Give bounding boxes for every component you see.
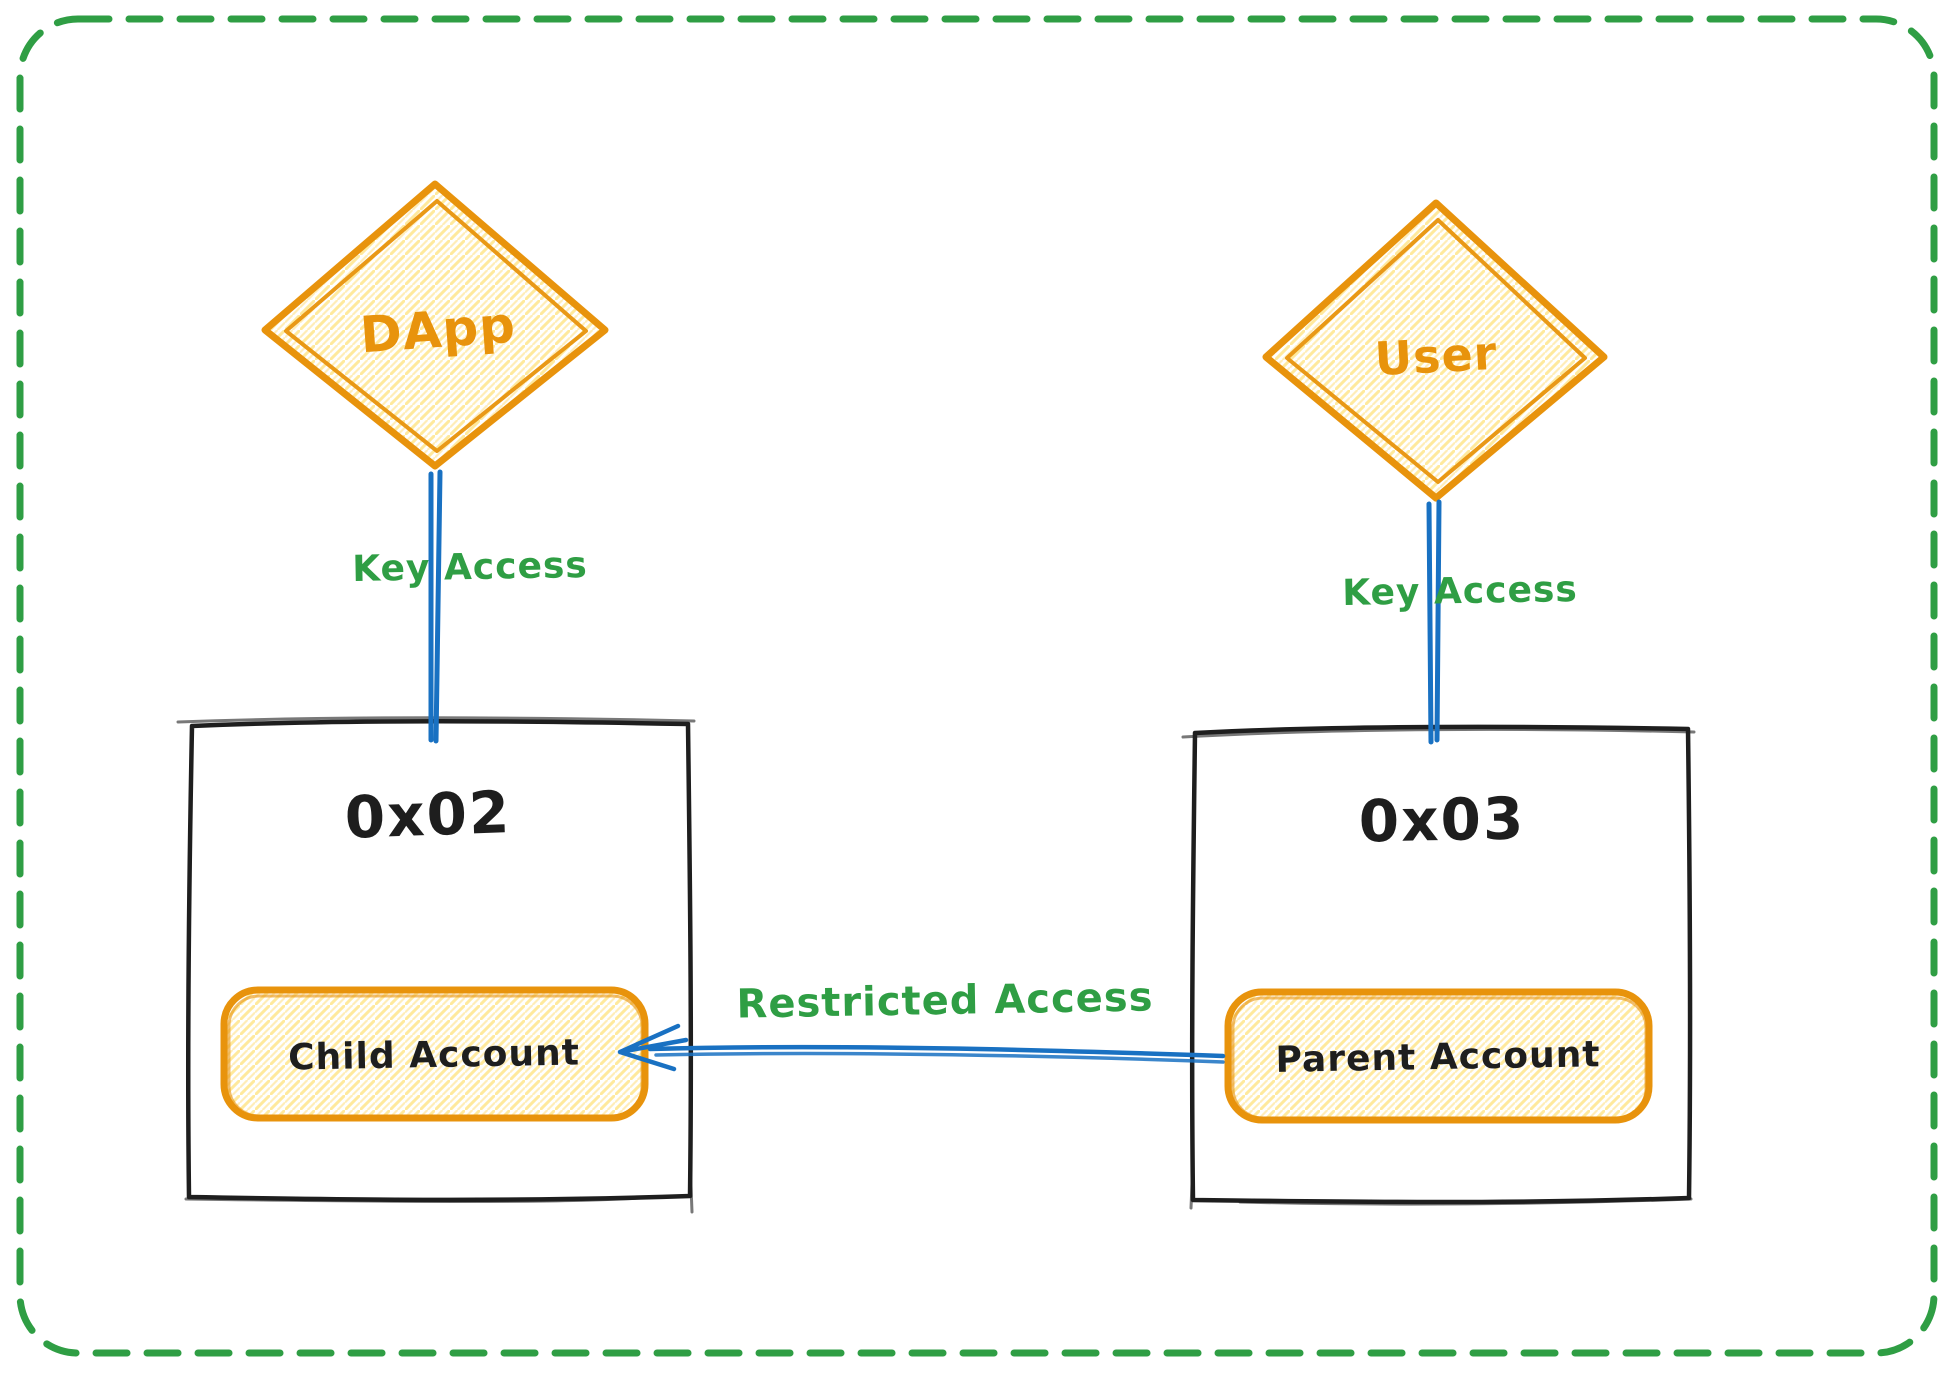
dapp-connector-line-2 bbox=[433, 469, 443, 744]
user-diamond-inner-stroke bbox=[1285, 218, 1587, 484]
dapp-diamond-shape bbox=[261, 180, 609, 470]
dapp-label: DApp bbox=[358, 296, 517, 365]
user-connector-line-1 bbox=[1426, 501, 1434, 745]
restricted-access-label[interactable]: Restricted Access bbox=[736, 974, 1154, 1027]
wallet-box-0x03[interactable]: 0x03 bbox=[1181, 724, 1696, 1210]
dapp-diamond[interactable]: DApp bbox=[261, 180, 609, 470]
wallet-box-0x03-sketch-corner bbox=[1189, 1158, 1693, 1210]
user-key-access-connector[interactable] bbox=[1426, 499, 1442, 745]
restricted-arrow-shaft-1 bbox=[647, 1044, 1226, 1059]
user-connector-line-2 bbox=[1434, 499, 1442, 743]
restricted-arrow-shaft-2 bbox=[654, 1051, 1225, 1064]
wallet-address-0x03: 0x03 bbox=[1358, 785, 1526, 856]
user-diamond-shape bbox=[1262, 199, 1608, 502]
restricted-access-arrow[interactable] bbox=[617, 1023, 1226, 1072]
restricted-arrow-head bbox=[617, 1023, 689, 1072]
parent-account-pill-sketch bbox=[1231, 996, 1648, 1120]
dapp-diamond-inner-stroke bbox=[284, 199, 588, 453]
child-account-label: Child Account bbox=[288, 1032, 580, 1078]
child-account-pill-shape bbox=[220, 986, 649, 1122]
wallet-box-0x02-sketch-corner bbox=[184, 1158, 694, 1214]
wallet-address-0x02: 0x02 bbox=[344, 778, 513, 852]
parent-account-label: Parent Account bbox=[1275, 1034, 1601, 1081]
parent-account-pill-shape bbox=[1224, 988, 1653, 1124]
parent-account-pill[interactable]: Parent Account bbox=[1224, 988, 1653, 1124]
dapp-key-access-connector[interactable] bbox=[428, 469, 443, 744]
user-diamond[interactable]: User bbox=[1262, 199, 1608, 502]
wallet-box-0x02[interactable]: 0x02 bbox=[176, 716, 696, 1214]
user-label: User bbox=[1373, 326, 1498, 386]
dapp-key-access-label[interactable]: Key Access bbox=[352, 545, 588, 590]
child-account-pill[interactable]: Child Account bbox=[220, 986, 649, 1122]
child-account-pill-sketch bbox=[227, 994, 644, 1118]
canvas-dashed-border bbox=[16, 15, 1938, 1357]
user-key-access-label[interactable]: Key Access bbox=[1342, 569, 1578, 614]
